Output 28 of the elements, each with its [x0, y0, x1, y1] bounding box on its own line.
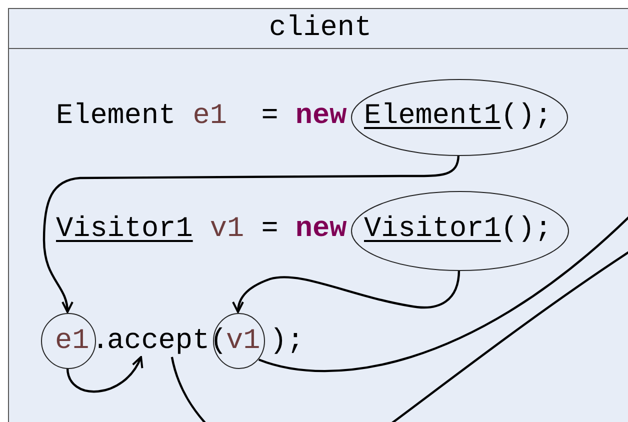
highlight-ellipse [351, 79, 568, 156]
code-token: accept [107, 324, 210, 358]
code-token: new [295, 99, 347, 133]
code-token: v1 [226, 324, 260, 358]
code-token: Visitor1 [364, 212, 501, 246]
code-token: = [261, 212, 278, 246]
code-token: ); [270, 324, 304, 358]
arrow [66, 356, 142, 392]
code-token: Element [56, 99, 176, 133]
code-token: (); [500, 99, 552, 133]
arrow [42, 154, 460, 313]
code-token: ( [210, 324, 227, 358]
code-token: (); [500, 212, 552, 246]
code-token: e1 [192, 99, 228, 133]
highlight-circle [213, 313, 265, 369]
highlight-circle [41, 313, 96, 369]
panel-title: client [269, 11, 372, 44]
connector-line [258, 215, 628, 372]
swimlane-panel [8, 8, 628, 422]
highlight-ellipse [351, 191, 569, 271]
code-token: new [295, 212, 347, 246]
code-token: v1 [210, 212, 244, 246]
code-token: = [261, 99, 278, 133]
arrow [232, 270, 460, 313]
code-token: . [92, 324, 110, 358]
code-token: Element1 [364, 99, 501, 133]
code-token: Visitor1 [56, 212, 193, 246]
code-token: e1 [55, 324, 90, 358]
